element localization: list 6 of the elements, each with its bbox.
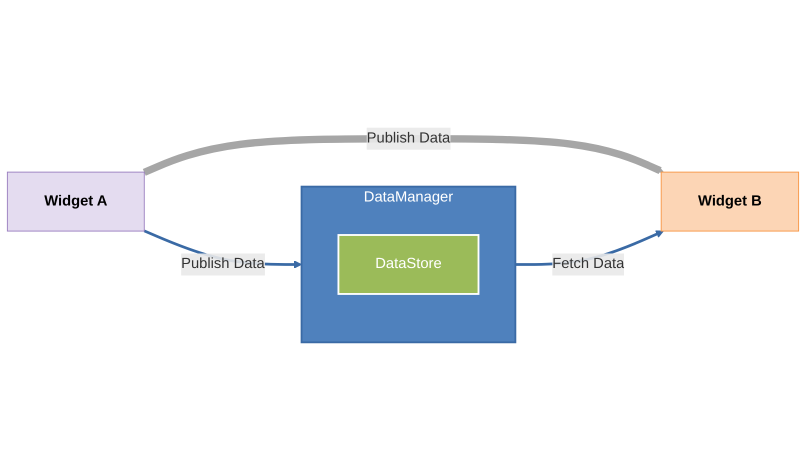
edge-label: Publish Data: [366, 130, 450, 146]
node-box: Widget B: [660, 172, 800, 232]
node-box: Widget A: [6, 172, 145, 232]
node-box: DataStore: [338, 234, 480, 295]
edge-label: Publish Data: [181, 256, 265, 272]
edge-label: Fetch Data: [552, 256, 624, 272]
